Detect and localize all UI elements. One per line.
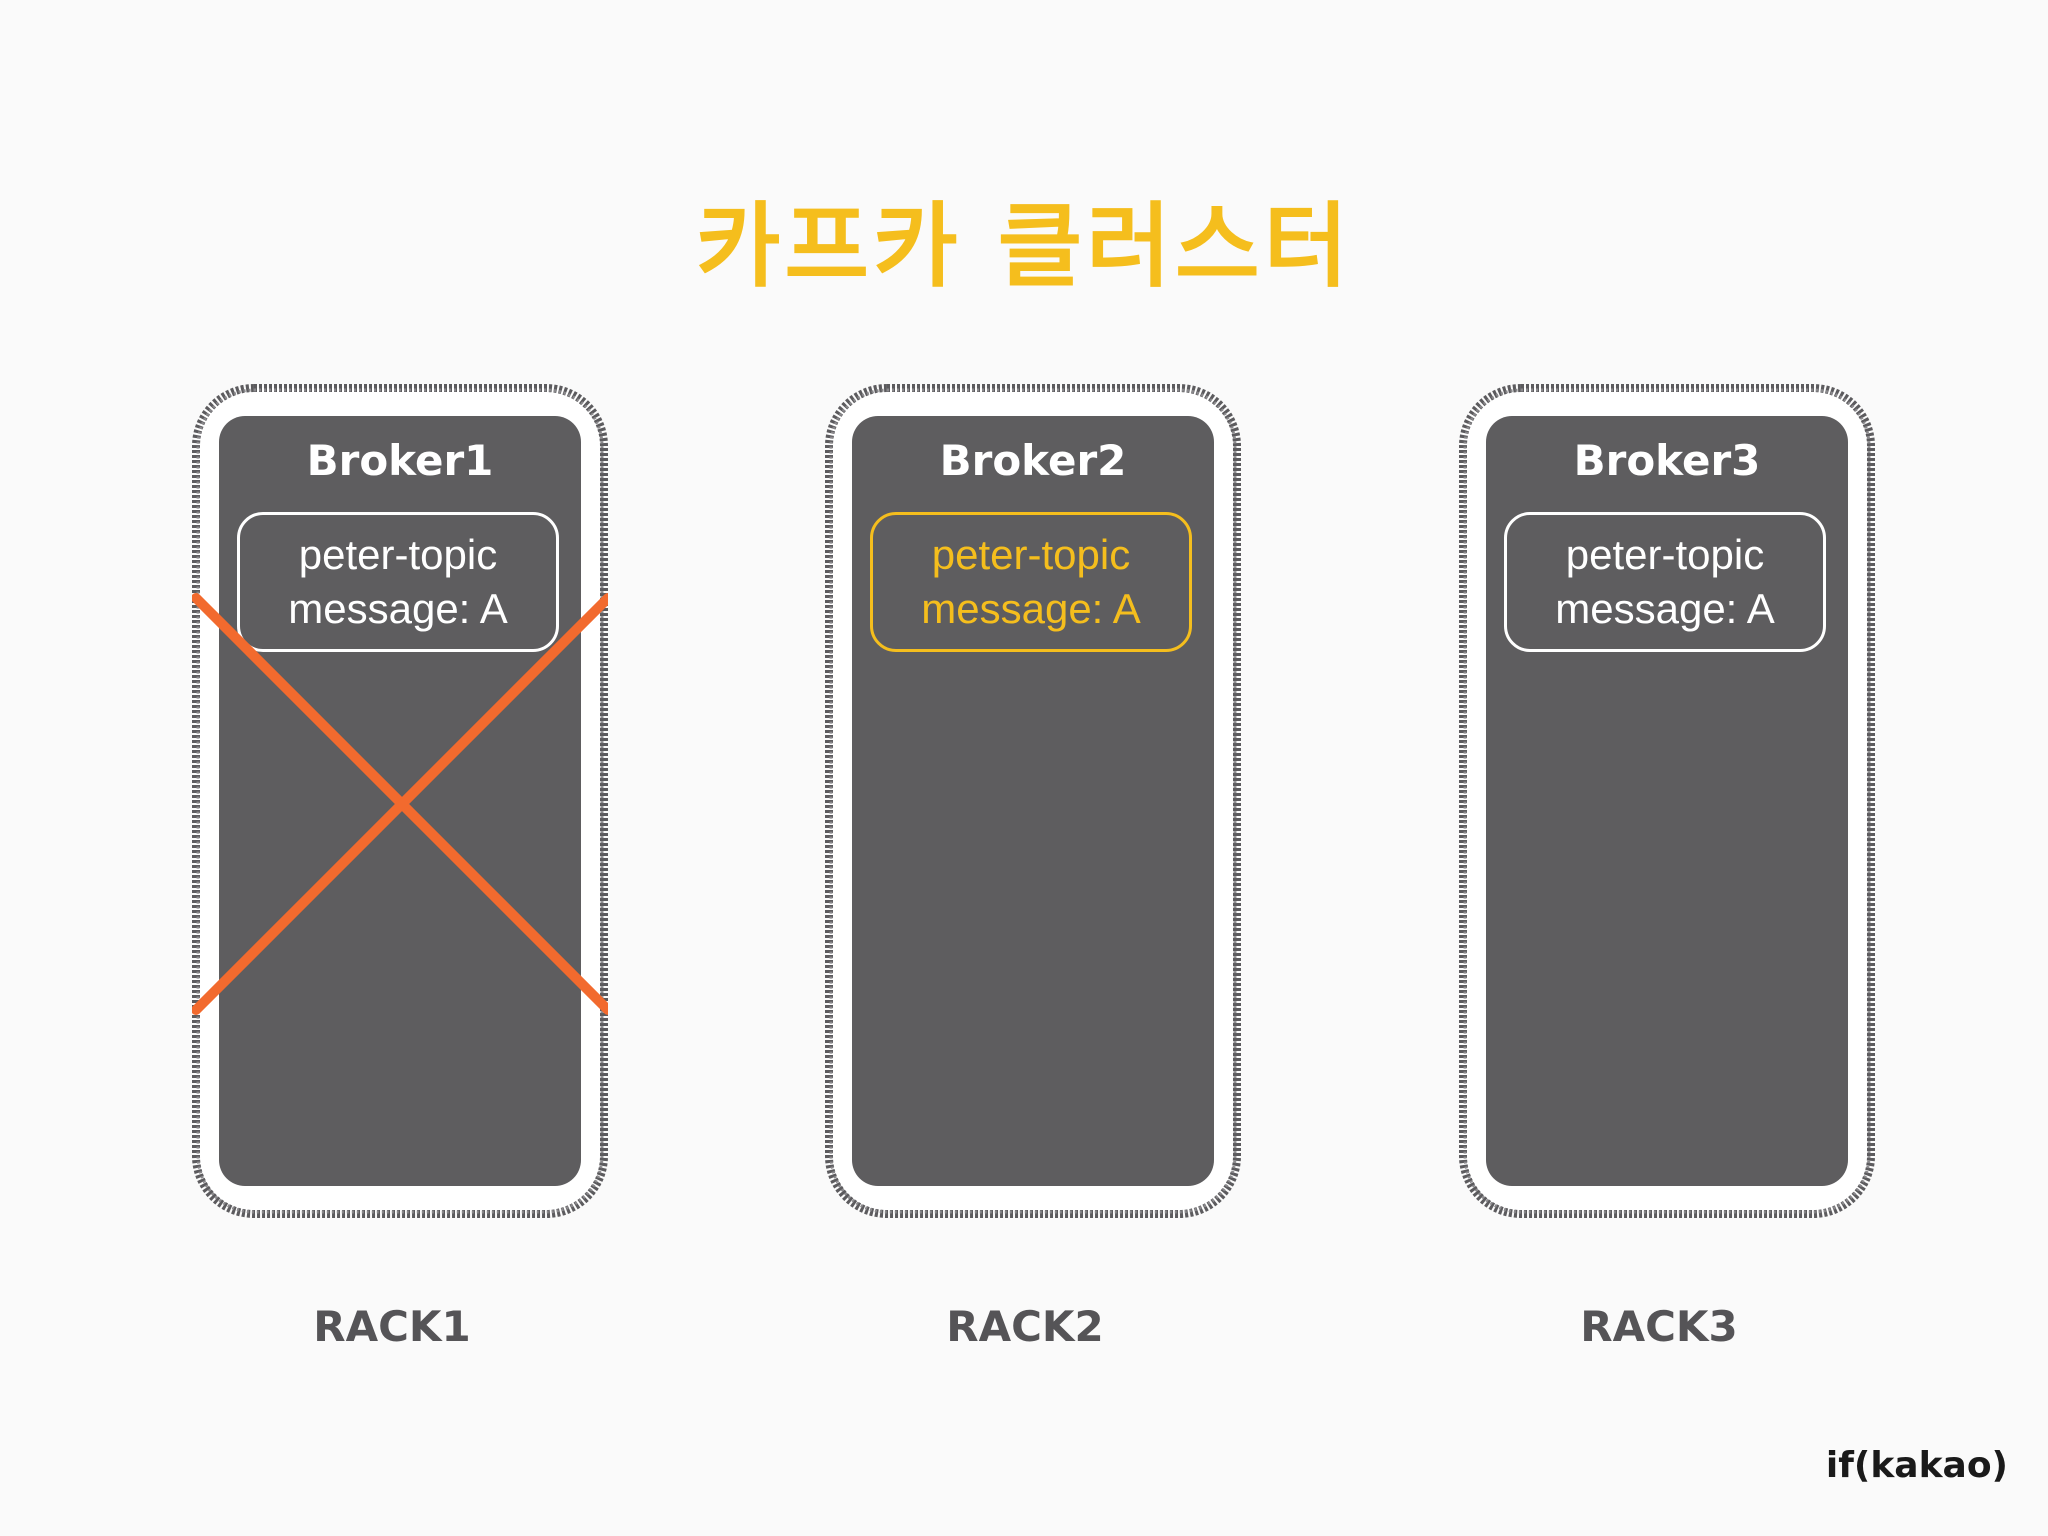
diagram-title: 카프카 클러스터 — [695, 193, 1353, 300]
broker-1-topic-name: peter-topic — [298, 531, 498, 578]
broker-3-name: Broker3 — [1573, 436, 1761, 485]
broker-1: Broker1 peter-topic message: A — [219, 416, 581, 1186]
broker-1-message: message: A — [288, 585, 508, 632]
broker-1-name: Broker1 — [306, 436, 494, 485]
broker-2-message: message: A — [921, 585, 1141, 632]
broker-3-topic-name: peter-topic — [1565, 531, 1765, 578]
broker-1-topic-box: peter-topic message: A — [237, 512, 559, 652]
rack-1-label: RACK1 — [313, 1302, 471, 1351]
rack-3-label: RACK3 — [1580, 1302, 1738, 1351]
broker-2-name: Broker2 — [939, 436, 1127, 485]
rack-2-label: RACK2 — [946, 1302, 1104, 1351]
broker-2-topic-box: peter-topic message: A — [870, 512, 1192, 652]
broker-3-topic-box: peter-topic message: A — [1504, 512, 1826, 652]
broker-3-message: message: A — [1555, 585, 1775, 632]
if-kakao-logo: if(kakao) — [1825, 1445, 2008, 1486]
broker-3: Broker3 peter-topic message: A — [1486, 416, 1848, 1186]
broker-2: Broker2 peter-topic message: A — [852, 416, 1214, 1186]
broker-2-topic-name: peter-topic — [931, 531, 1131, 578]
rack-1: Broker1 peter-topic message: A — [192, 384, 608, 1218]
rack-2: Broker2 peter-topic message: A — [825, 384, 1241, 1218]
rack-3: Broker3 peter-topic message: A — [1459, 384, 1875, 1218]
